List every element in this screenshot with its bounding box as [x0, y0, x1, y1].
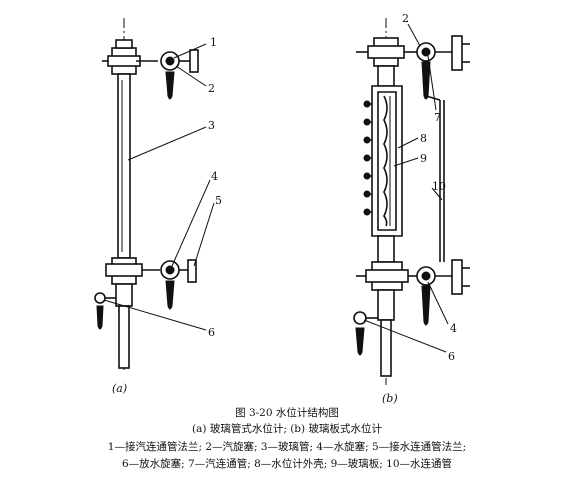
steam-cock-a: [102, 39, 180, 100]
steam-connecting-pipe: [435, 35, 470, 71]
figure-title: 图 3-20 水位计结构图: [235, 407, 339, 419]
callout-a-2: 2: [208, 82, 215, 95]
callout-b-9: 9: [420, 152, 427, 165]
gauge-a-glass-tube: [94, 18, 215, 372]
water-connecting-pipe: [425, 95, 445, 262]
water-cock-b: [356, 235, 470, 326]
drain-cock-a: [94, 283, 133, 369]
gauge-b-glass-plate: [353, 18, 470, 385]
water-cock-a: [105, 257, 197, 310]
subfigure-label-a: (a): [112, 382, 127, 395]
callout-labels: 1 2 3 4 5 6 2 7 8 9 10 4 6 (a) (b): [112, 12, 457, 405]
gauge-housing: [363, 65, 403, 237]
steam-connecting-flange-a: [179, 49, 199, 73]
steam-cock-b: [356, 37, 436, 100]
callout-b-2: 2: [402, 12, 409, 25]
figure-legend-line-2: 6—放水旋塞; 7—汽连通管; 8—水位计外壳; 9—玻璃板; 10—水连通管: [121, 458, 453, 470]
callout-b-6: 6: [448, 350, 455, 363]
callout-a-6: 6: [208, 326, 215, 339]
callout-a-5: 5: [215, 194, 222, 207]
callout-b-10: 10: [432, 180, 446, 193]
glass-plate: [383, 95, 391, 227]
callout-a-4: 4: [211, 170, 218, 183]
subfigure-label-b: (b): [382, 392, 398, 405]
figure-subtitle: (a) 玻璃管式水位计; (b) 玻璃板式水位计: [192, 423, 382, 435]
callout-b-4: 4: [450, 322, 457, 335]
callout-b-7: 7: [434, 111, 441, 124]
figure-legend-line-1: 1—接汽连通管法兰; 2—汽旋塞; 3—玻璃管; 4—水旋塞; 5—接水连通管法…: [107, 441, 467, 453]
glass-tube: [117, 73, 131, 259]
callout-a-1: 1: [210, 36, 217, 49]
callout-a-3: 3: [208, 119, 215, 132]
housing-bolts: [363, 100, 372, 216]
callout-b-8: 8: [420, 132, 427, 145]
drain-cock-b: [353, 289, 395, 377]
